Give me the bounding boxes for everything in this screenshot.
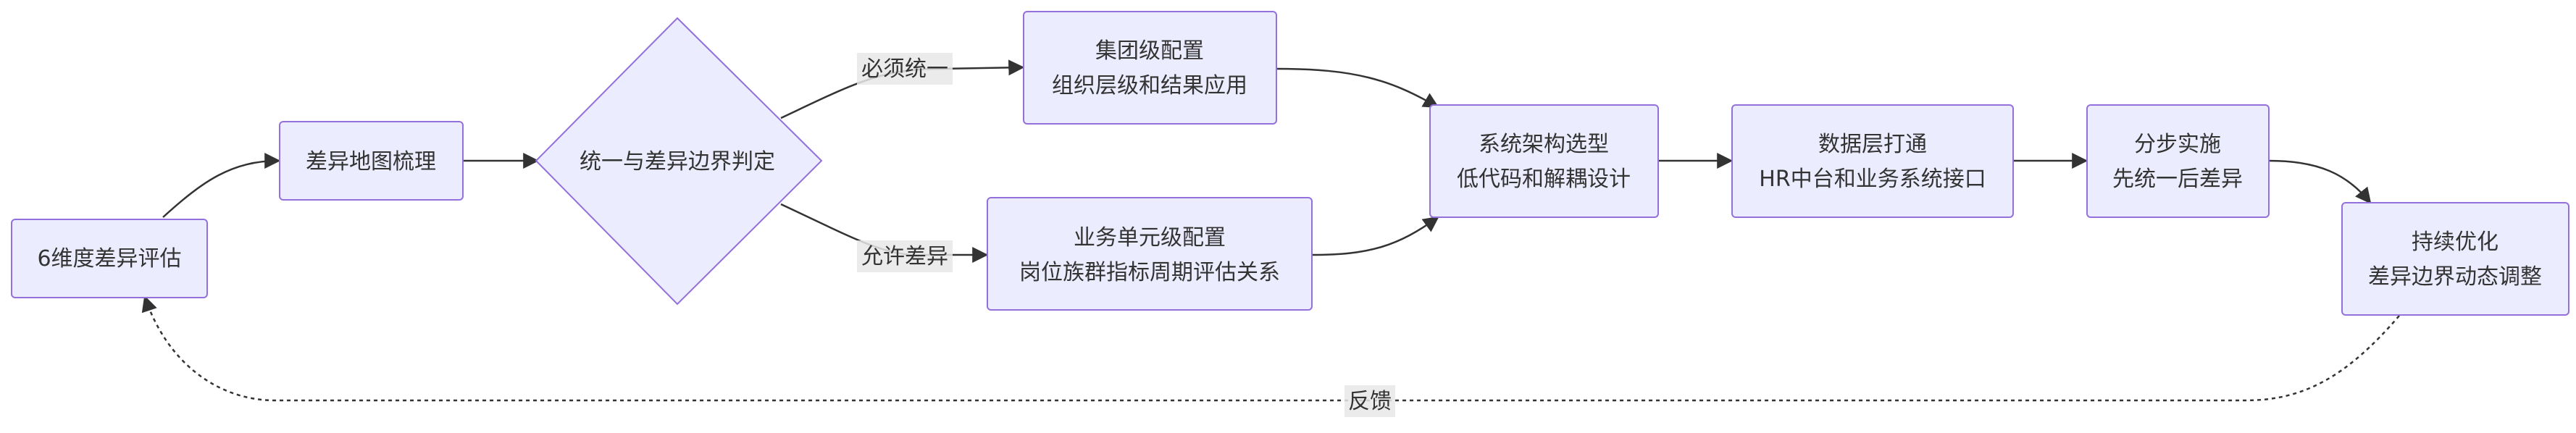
node-architecture-line2: 低代码和解耦设计	[1457, 167, 1631, 192]
node-assess[interactable]: 6维度差异评估	[11, 219, 208, 298]
node-optimize-line2: 差异边界动态调整	[2368, 264, 2542, 290]
edge-label-must-unify-text: 必须统一	[861, 56, 948, 82]
edge-label-allow-diff: 允许差异	[857, 240, 953, 272]
node-phased[interactable]: 分步实施 先统一后差异	[2086, 104, 2270, 218]
node-architecture-line1: 系统架构选型	[1479, 132, 1609, 157]
node-architecture[interactable]: 系统架构选型 低代码和解耦设计	[1429, 104, 1659, 218]
node-phased-line1: 分步实施	[2134, 132, 2221, 157]
edge-assess-to-mapping	[162, 153, 281, 218]
node-bu-config-line2: 岗位族群指标周期评估关系	[1019, 260, 1280, 285]
node-group-config-line2: 组织层级和结果应用	[1052, 73, 1247, 98]
edge-phased-to-optimize	[2268, 159, 2372, 204]
node-data-layer-line2: HR中台和业务系统接口	[1759, 167, 1986, 192]
node-data-layer[interactable]: 数据层打通 HR中台和业务系统接口	[1731, 104, 2014, 218]
node-decision-label: 统一与差异边界判定	[580, 149, 775, 175]
node-decision[interactable]: 统一与差异边界判定	[535, 17, 823, 306]
node-assess-label: 6维度差异评估	[37, 246, 181, 272]
edge-label-feedback: 反馈	[1345, 385, 1395, 417]
edge-label-must-unify: 必须统一	[857, 53, 953, 85]
node-optimize[interactable]: 持续优化 差异边界动态调整	[2341, 202, 2569, 316]
node-data-layer-line1: 数据层打通	[1818, 132, 1927, 157]
edge-label-allow-diff-text: 允许差异	[861, 244, 948, 269]
node-group-config[interactable]: 集团级配置 组织层级和结果应用	[1023, 11, 1277, 125]
node-bu-config[interactable]: 业务单元级配置 岗位族群指标周期评估关系	[987, 197, 1313, 311]
edge-label-feedback-text: 反馈	[1348, 389, 1392, 414]
node-optimize-line1: 持续优化	[2412, 230, 2498, 255]
node-group-config-line1: 集团级配置	[1095, 38, 1204, 64]
edge-bu-config-to-architecture	[1312, 216, 1439, 256]
edge-group-config-to-architecture	[1276, 67, 1439, 109]
edge-optimize-to-assess-feedback	[141, 295, 2400, 402]
node-phased-line2: 先统一后差异	[2112, 167, 2243, 192]
node-mapping-label: 差异地图梳理	[306, 149, 436, 175]
node-mapping[interactable]: 差异地图梳理	[279, 121, 464, 201]
node-bu-config-line1: 业务单元级配置	[1074, 225, 1226, 251]
